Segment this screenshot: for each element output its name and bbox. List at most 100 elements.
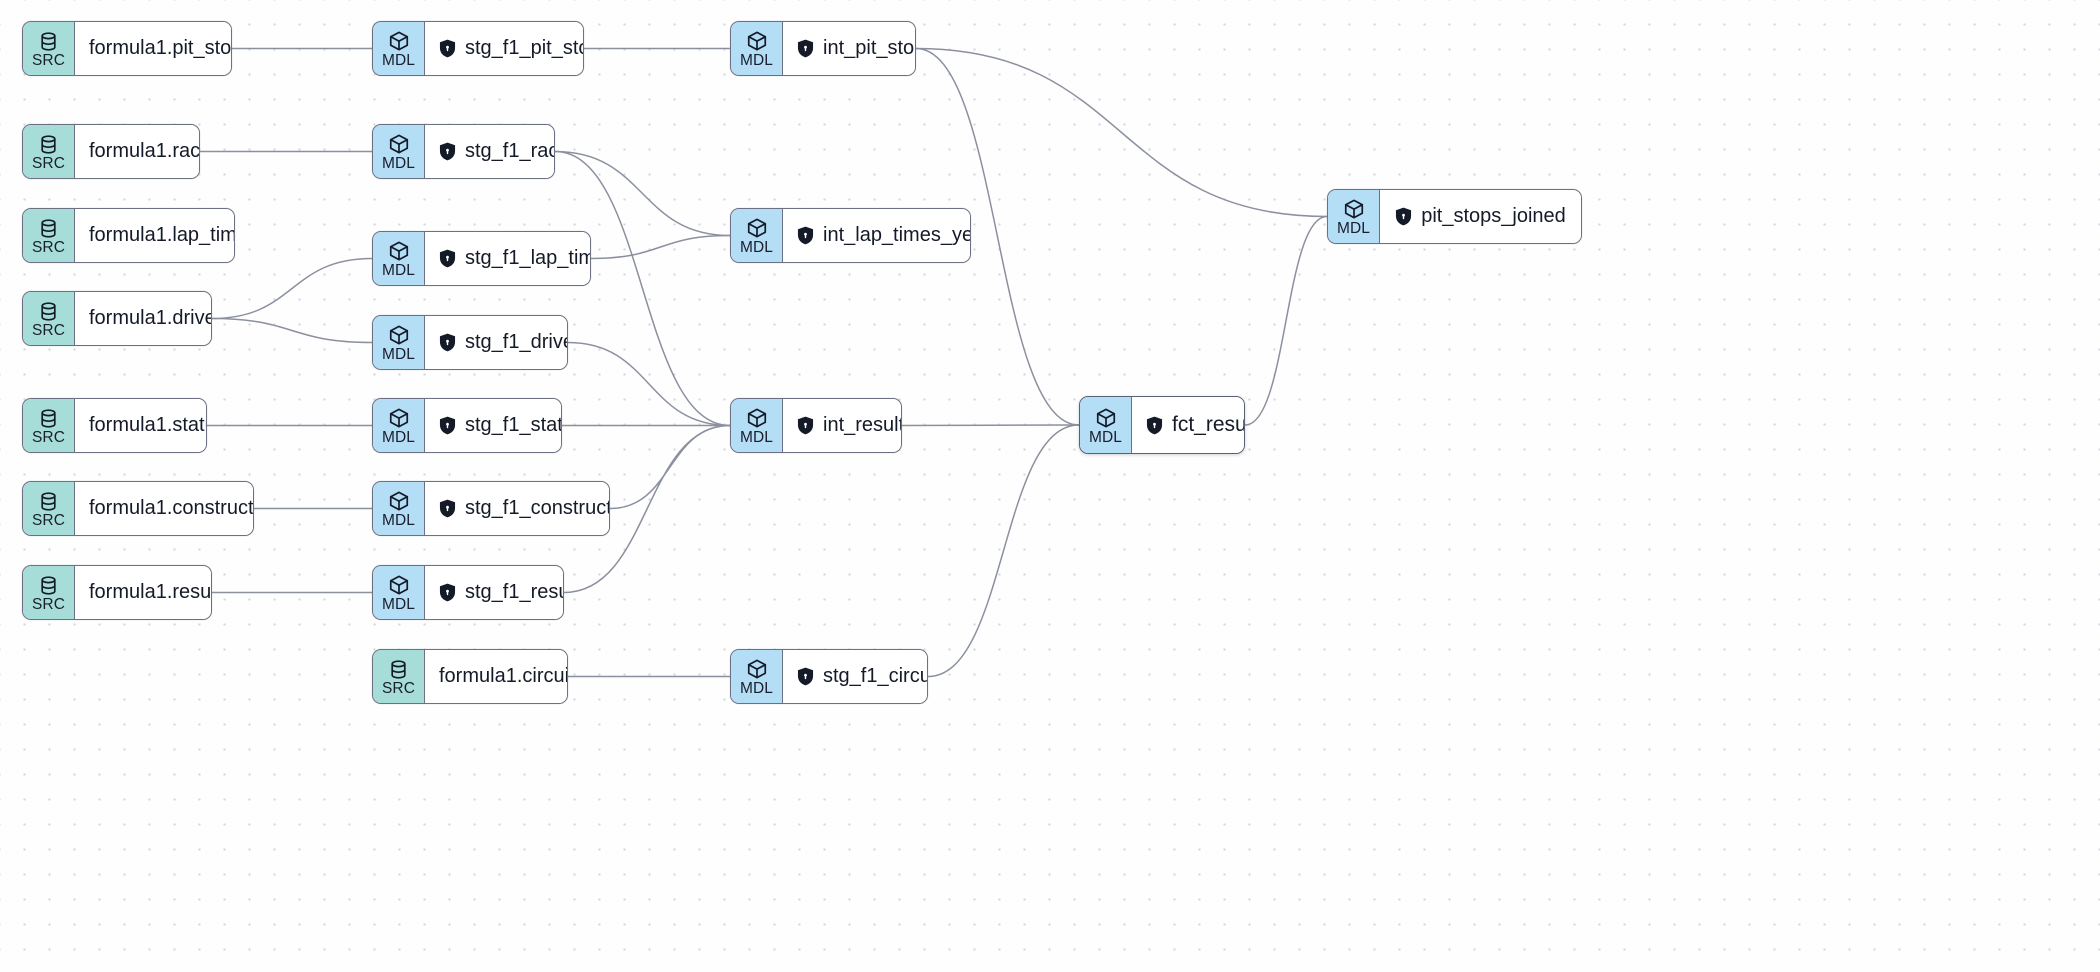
node-kind-badge-src: SRC xyxy=(23,125,75,178)
cube-icon xyxy=(388,133,410,155)
node-body: formula1.lap_times xyxy=(75,209,234,262)
node-kind-label: MDL xyxy=(739,680,774,698)
node-kind-badge-src: SRC xyxy=(23,482,75,535)
cube-icon xyxy=(388,240,410,262)
node-kind-label: MDL xyxy=(739,429,774,447)
node-kind-badge-mdl: MDL xyxy=(373,232,425,285)
lineage-node-src_lap_times[interactable]: SRC formula1.lap_times xyxy=(22,208,235,263)
node-label-stg_status: stg_f1_status xyxy=(465,414,562,436)
node-kind-badge-mdl: MDL xyxy=(373,125,425,178)
node-kind-label: MDL xyxy=(739,239,774,257)
node-label-src_circuits: formula1.circuits xyxy=(439,665,567,687)
lineage-node-stg_circuits[interactable]: MDL stg_f1_circuits xyxy=(730,649,928,704)
node-kind-badge-mdl: MDL xyxy=(731,22,783,75)
shield-icon xyxy=(797,667,814,686)
lineage-node-stg_constructors[interactable]: MDL stg_f1_constructors xyxy=(372,481,610,536)
shield-icon xyxy=(1395,207,1412,226)
node-label-src_races: formula1.races xyxy=(89,140,200,162)
lineage-node-stg_races[interactable]: MDL stg_f1_races xyxy=(372,124,555,179)
lineage-node-int_results[interactable]: MDL int_results xyxy=(730,398,902,453)
node-kind-label: SRC xyxy=(31,595,66,613)
node-kind-badge-src: SRC xyxy=(23,566,75,619)
shield-icon xyxy=(439,249,456,268)
node-kind-label: MDL xyxy=(381,429,416,447)
node-body: pit_stops_joined xyxy=(1380,190,1581,243)
lineage-node-stg_lap_times[interactable]: MDL stg_f1_lap_times xyxy=(372,231,591,286)
cube-icon xyxy=(388,30,410,52)
node-kind-label: SRC xyxy=(31,154,66,172)
node-label-stg_races: stg_f1_races xyxy=(465,140,554,162)
node-kind-label: SRC xyxy=(31,511,66,529)
database-icon xyxy=(38,301,59,322)
node-kind-label: SRC xyxy=(31,321,66,339)
database-icon xyxy=(38,408,59,429)
node-body: stg_f1_races xyxy=(425,125,554,178)
shield-icon xyxy=(439,416,456,435)
node-kind-badge-mdl: MDL xyxy=(373,399,425,452)
database-icon xyxy=(38,134,59,155)
lineage-node-int_lap_times_years[interactable]: MDL int_lap_times_years xyxy=(730,208,971,263)
node-kind-badge-mdl: MDL xyxy=(373,316,425,369)
node-body: formula1.constructors xyxy=(75,482,254,535)
node-body: stg_f1_pit_stops xyxy=(425,22,583,75)
lineage-node-stg_drivers[interactable]: MDL stg_f1_drivers xyxy=(372,315,568,370)
shield-icon xyxy=(439,499,456,518)
shield-icon xyxy=(1146,416,1163,435)
node-body: int_pit_stops xyxy=(783,22,915,75)
lineage-node-src_circuits[interactable]: SRC formula1.circuits xyxy=(372,649,568,704)
node-kind-badge-mdl: MDL xyxy=(1080,397,1132,453)
database-icon xyxy=(38,575,59,596)
node-label-src_results: formula1.results xyxy=(89,581,212,603)
node-label-stg_constructors: stg_f1_constructors xyxy=(465,497,609,519)
node-body: stg_f1_lap_times xyxy=(425,232,590,285)
lineage-node-stg_status[interactable]: MDL stg_f1_status xyxy=(372,398,562,453)
node-body: stg_f1_constructors xyxy=(425,482,609,535)
node-kind-label: MDL xyxy=(381,346,416,364)
cube-icon xyxy=(746,658,768,680)
shield-icon xyxy=(439,142,456,161)
node-label-int_lap_times_years: int_lap_times_years xyxy=(823,224,971,246)
node-body: formula1.status xyxy=(75,399,206,452)
cube-icon xyxy=(746,407,768,429)
lineage-node-src_races[interactable]: SRC formula1.races xyxy=(22,124,200,179)
cube-icon xyxy=(388,407,410,429)
node-label-src_lap_times: formula1.lap_times xyxy=(89,224,234,246)
node-body: stg_f1_status xyxy=(425,399,562,452)
node-kind-label: MDL xyxy=(381,52,416,70)
node-body: stg_f1_results xyxy=(425,566,563,619)
cube-icon xyxy=(1343,198,1365,220)
node-kind-label: MDL xyxy=(381,596,416,614)
node-kind-badge-mdl: MDL xyxy=(731,650,783,703)
lineage-node-src_drivers[interactable]: SRC formula1.drivers xyxy=(22,291,212,346)
node-kind-label: MDL xyxy=(739,52,774,70)
cube-icon xyxy=(746,30,768,52)
lineage-node-pit_stops_joined[interactable]: MDL pit_stops_joined xyxy=(1327,189,1582,244)
lineage-node-src_constructors[interactable]: SRC formula1.constructors xyxy=(22,481,254,536)
shield-icon xyxy=(797,226,814,245)
node-body: stg_f1_drivers xyxy=(425,316,567,369)
cube-icon xyxy=(388,490,410,512)
node-body: int_results xyxy=(783,399,901,452)
node-kind-label: SRC xyxy=(31,428,66,446)
node-kind-badge-src: SRC xyxy=(23,292,75,345)
lineage-node-stg_results[interactable]: MDL stg_f1_results xyxy=(372,565,564,620)
node-label-src_pit_stops: formula1.pit_stops xyxy=(89,37,232,59)
lineage-node-stg_pit_stops[interactable]: MDL stg_f1_pit_stops xyxy=(372,21,584,76)
node-body: formula1.results xyxy=(75,566,212,619)
database-icon xyxy=(38,31,59,52)
lineage-node-src_results[interactable]: SRC formula1.results xyxy=(22,565,212,620)
lineage-node-src_pit_stops[interactable]: SRC formula1.pit_stops xyxy=(22,21,232,76)
shield-icon xyxy=(797,39,814,58)
node-label-src_constructors: formula1.constructors xyxy=(89,497,254,519)
node-kind-badge-src: SRC xyxy=(23,209,75,262)
node-kind-badge-src: SRC xyxy=(373,650,425,703)
node-kind-badge-mdl: MDL xyxy=(373,22,425,75)
lineage-node-int_pit_stops[interactable]: MDL int_pit_stops xyxy=(730,21,916,76)
node-body: formula1.drivers xyxy=(75,292,211,345)
lineage-node-src_status[interactable]: SRC formula1.status xyxy=(22,398,207,453)
node-label-stg_lap_times: stg_f1_lap_times xyxy=(465,247,590,269)
node-kind-label: SRC xyxy=(31,51,66,69)
lineage-node-fct_results[interactable]: MDL fct_results xyxy=(1079,396,1245,454)
node-body: formula1.pit_stops xyxy=(75,22,232,75)
